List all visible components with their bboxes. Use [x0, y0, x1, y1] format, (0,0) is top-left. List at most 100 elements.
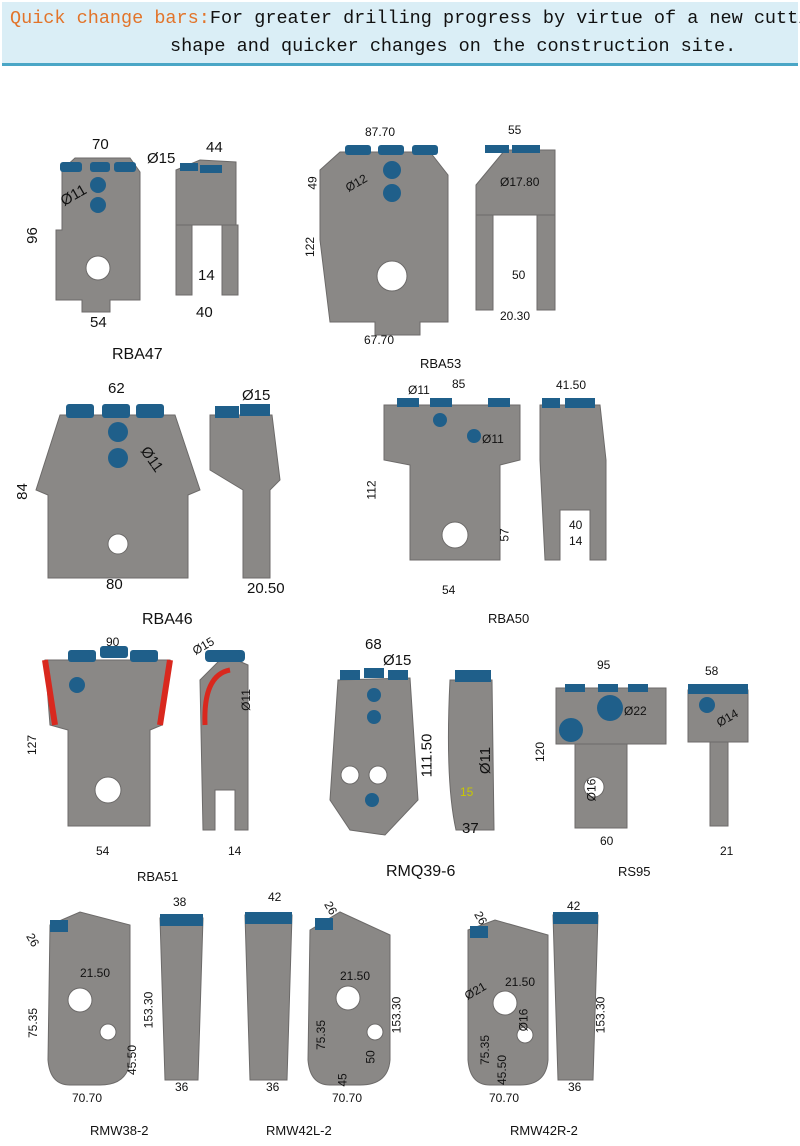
dim-hole-offset: 21.50 — [340, 969, 371, 983]
product-name: RBA46 — [142, 611, 193, 628]
dim-pick-diameter: Ø15 — [383, 652, 412, 669]
dim-length: 70.70 — [332, 1091, 363, 1105]
dim-hole-diameter: Ø11 — [408, 383, 430, 397]
product-name: RBA47 — [112, 346, 163, 363]
dim-pick-diameter: Ø22 — [624, 704, 647, 718]
dim-height: 127 — [25, 734, 40, 756]
product-name: RBA50 — [488, 611, 530, 626]
rmq39-side-view — [447, 679, 495, 831]
dim-hole-offset: 21.50 — [80, 966, 111, 980]
dim-small-hole-diameter: Ø16 — [516, 1008, 531, 1032]
dim-slot-width: 50 — [512, 268, 526, 282]
dim-offset: 15 — [460, 785, 474, 799]
dim-lower-height: 57 — [497, 528, 512, 542]
rmw38-side-view — [159, 917, 204, 1081]
dim-pick-diameter: Ø15 — [147, 150, 176, 167]
dim-hole-height: 75.35 — [478, 1034, 493, 1066]
dim-lower-hole-height: 45.50 — [495, 1054, 510, 1086]
rba51-side-view — [199, 654, 249, 831]
dim-side-width: 55 — [508, 123, 522, 137]
dim-hole-height: 75.35 — [314, 1019, 329, 1051]
dim-base-width: 54 — [90, 314, 107, 331]
rba51-wear-strip-left — [42, 659, 58, 726]
rba53-front-view — [319, 151, 449, 336]
dim-height: 122 — [303, 236, 318, 258]
dim-height: 112 — [364, 480, 379, 500]
rs95-side-view — [687, 689, 749, 827]
dim-width: 95 — [597, 658, 611, 672]
dim-hole-diameter-2: Ø11 — [482, 432, 504, 446]
dim-height: 120 — [533, 741, 548, 763]
product-name: RMW38-2 — [90, 1123, 149, 1138]
dim-height: 153.30 — [593, 996, 608, 1034]
dim-width: 90 — [106, 635, 120, 649]
product-name: RMW42L-2 — [266, 1123, 332, 1138]
dim-base-width: 67.70 — [364, 333, 395, 347]
dim-height: 111.50 — [418, 733, 436, 778]
dim-side-width: 37 — [462, 820, 479, 837]
dim-width: 62 — [108, 380, 125, 397]
dim-side-base: 40 — [569, 518, 583, 532]
rba46-front-view — [35, 414, 201, 579]
rba50-front-view — [383, 404, 521, 561]
dim-base-width: 60 — [600, 834, 614, 848]
rba50-side-view — [539, 404, 607, 561]
dim-side-width: 44 — [206, 139, 223, 156]
banner-text-line2: shape and quicker changes on the constru… — [170, 36, 737, 57]
pick-teeth — [50, 145, 748, 938]
rmw42l-side-view — [244, 914, 293, 1081]
dim-side-base: 40 — [196, 304, 213, 321]
dim-base-width: 54 — [96, 844, 110, 858]
dim-length: 70.70 — [489, 1091, 520, 1105]
dim-side-width: 38 — [173, 895, 187, 909]
rba51-front-view — [44, 659, 171, 827]
dim-side-width: 42 — [268, 890, 282, 904]
rba47-front-view — [55, 157, 141, 313]
dim-hole-offset: 21.50 — [505, 975, 536, 989]
dim-slot-width: 14 — [569, 534, 583, 548]
rmw42r-front-view — [467, 919, 549, 1086]
dim-base-width: 36 — [266, 1080, 280, 1094]
dim-base-width: 54 — [442, 583, 456, 597]
dim-lower-hole-height: 50 — [363, 1050, 378, 1064]
dim-lower-hole-height: 45.50 — [125, 1044, 140, 1076]
rba46-side-view — [209, 414, 281, 579]
dim-height: 96 — [23, 227, 41, 244]
dim-side-base: 20.30 — [500, 309, 531, 323]
dim-width: 70 — [92, 136, 109, 153]
dim-side-base: 20.50 — [247, 580, 285, 597]
product-name: RMW42R-2 — [510, 1123, 578, 1138]
dim-hole-diameter: Ø16 — [584, 778, 599, 802]
header-banner: Quick change bars:For greater drilling p… — [2, 2, 800, 66]
dim-slot-width: 14 — [228, 844, 242, 858]
dim-width: 68 — [365, 636, 382, 653]
dim-base-width: 36 — [568, 1080, 582, 1094]
dim-width: 85 — [452, 377, 466, 391]
dim-pick-diameter: Ø15 — [242, 387, 271, 404]
product-name: RBA53 — [420, 356, 462, 371]
dim-pick-diameter: Ø17.80 — [500, 175, 540, 189]
dim-width: 87.70 — [365, 125, 396, 139]
dim-height: 153.30 — [141, 991, 156, 1029]
rba53-side-view — [475, 149, 556, 311]
product-name: RS95 — [618, 864, 651, 879]
dim-height: 153.30 — [389, 996, 404, 1034]
dim-base-width: 36 — [175, 1080, 189, 1094]
banner-highlight: Quick change bars: — [10, 8, 210, 29]
dim-side-width: 41.50 — [556, 378, 587, 392]
dim-shank-width: 21 — [720, 844, 734, 858]
product-name: RBA51 — [137, 869, 179, 884]
dim-length: 70.70 — [72, 1091, 103, 1105]
dim-height: 84 — [13, 483, 31, 500]
dim-top-height: 49 — [305, 176, 320, 190]
banner-text-line1: For greater drilling progress by virtue … — [209, 8, 800, 29]
rba47-side-view — [175, 159, 239, 296]
dim-side-width: 42 — [567, 899, 581, 913]
dim-base-width: 80 — [106, 576, 123, 593]
rba51-wear-strip-right — [157, 659, 173, 726]
rmq39-front-view — [329, 677, 419, 836]
rmw42r-side-view — [552, 914, 599, 1081]
dim-slot-width: 14 — [198, 267, 215, 284]
